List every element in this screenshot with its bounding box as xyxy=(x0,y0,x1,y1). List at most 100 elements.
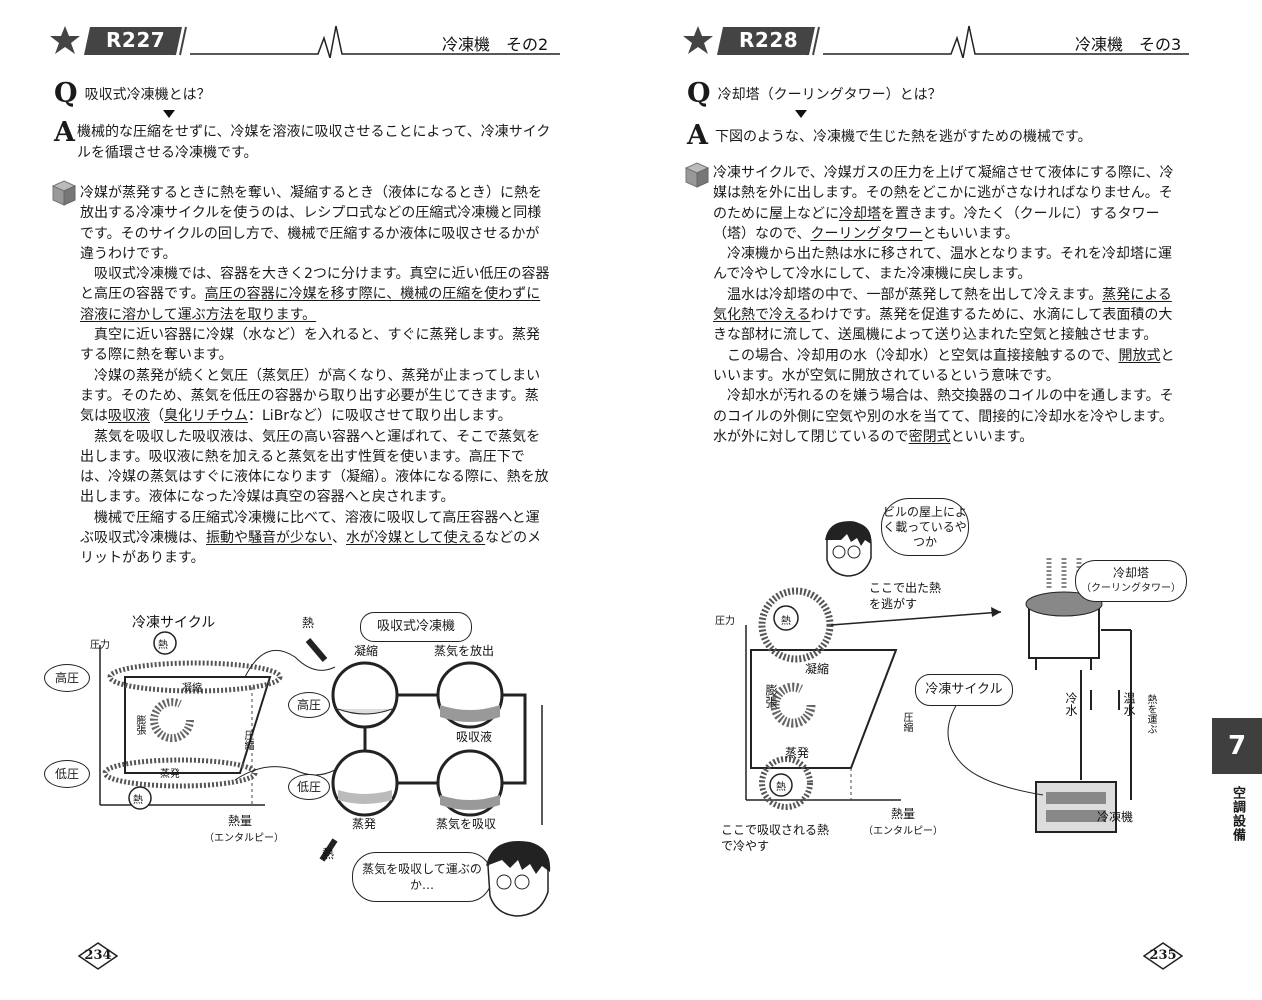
condense-label: 凝縮 xyxy=(182,683,202,694)
heat-label: 熱 xyxy=(133,795,143,806)
low-pressure-bubble: 低圧 xyxy=(44,760,90,788)
enthalpy-sub: （エンタルピー） xyxy=(863,826,943,837)
pressure-label: 圧力 xyxy=(715,616,735,627)
chiller-unit xyxy=(1035,781,1117,833)
paragraph: 冷媒が蒸発するときに熱を奪い、凝縮するとき（液体になるとき）に熱を放出する冷凍サ… xyxy=(80,185,542,262)
cooling-tower-diagram xyxy=(745,558,1132,833)
absorbent-label: 吸収液 xyxy=(456,730,493,744)
pulse-line xyxy=(823,25,1189,58)
evaporate-label: 蒸発 xyxy=(160,769,180,780)
down-arrow-icon xyxy=(163,110,175,118)
cold-water-label: 冷水 xyxy=(1064,692,1078,716)
high-ring xyxy=(107,660,283,694)
character-illustration xyxy=(486,841,551,917)
page-number: 235 xyxy=(1142,942,1184,970)
question-text: 吸収式冷凍機とは？ xyxy=(84,87,211,103)
high-pressure-bubble: 高圧 xyxy=(288,692,330,718)
section-code: R228 xyxy=(739,28,799,52)
header-graphic xyxy=(683,25,1189,58)
heat-absorb-ring xyxy=(759,756,813,810)
header-graphic xyxy=(50,25,560,58)
enthalpy-label: 熱量 xyxy=(891,807,916,821)
absorption-title: 吸収式冷凍機 xyxy=(360,612,472,642)
heat-label: 熱 xyxy=(302,616,315,630)
section-title: 冷凍機 その2 xyxy=(442,35,549,54)
evaporate-label: 蒸発 xyxy=(352,817,377,831)
paragraph: 冷凍サイクルで、冷媒ガスの圧力を上げて凝縮させて液体にする際に、冷媒は熱を外に出… xyxy=(713,165,1174,242)
cube-icon xyxy=(685,162,709,188)
paragraph: 温水は冷却塔の中で、一部が蒸発して熱を出して冷えます。蒸発による気化熱で冷えるわ… xyxy=(713,286,1173,344)
low-pressure-bubble: 低圧 xyxy=(288,774,330,800)
paragraph: 冷媒の蒸発が続くと気圧（蒸気圧）が高くなり、蒸発が止まってしまいます。そのため、… xyxy=(80,367,541,425)
down-arrow-icon xyxy=(795,110,807,118)
paragraph: 蒸気を吸収した吸収液は、気圧の高い容器へと運ばれて、そこで蒸気を出します。吸収液… xyxy=(80,428,549,506)
speech-bubble: 蒸気を吸収して運ぶのか… xyxy=(352,852,492,902)
evaporate-label: 蒸発 xyxy=(785,746,810,760)
heat-label: 熱 xyxy=(781,616,791,627)
paragraph: この場合、冷却用の水（冷却水）と空気は直接接触するので、開放式といいます。水が空… xyxy=(713,347,1175,384)
compress-label: 圧縮 xyxy=(242,730,253,750)
q-letter: Q xyxy=(687,78,711,109)
swirl-arrow xyxy=(150,698,195,743)
chapter-label: 空調設備 xyxy=(1230,786,1245,842)
heat-release-ring xyxy=(758,587,834,663)
q-letter: Q xyxy=(54,78,78,109)
swirl-arrow xyxy=(770,682,816,728)
paragraph: 冷凍機から出た熱は水に移されて、温水となります。それを冷却塔に運んで冷やして冷水… xyxy=(713,246,1173,283)
body-text: 冷媒が蒸発するときに熱を奪い、凝縮するとき（液体になるとき）に熱を放出する冷凍サ… xyxy=(80,183,552,569)
section-title: 冷凍機 その3 xyxy=(1075,35,1182,54)
question-text: 冷却塔（クーリングタワー）とは？ xyxy=(717,87,942,103)
answer: A 機械的な圧縮をせずに、冷媒を溶液に吸収させることによって、冷凍サイクルを循環… xyxy=(54,118,554,164)
a-letter: A xyxy=(54,117,75,148)
heat-label: 熱 xyxy=(322,847,335,861)
pulse-line xyxy=(190,25,560,58)
heat-label: 熱 xyxy=(776,782,786,793)
question: Q 冷却塔（クーリングタワー）とは？ xyxy=(687,78,942,109)
enthalpy-label: 熱量 xyxy=(228,814,253,828)
character-illustration xyxy=(825,521,872,577)
star-icon xyxy=(683,26,713,54)
high-pressure-bubble: 高圧 xyxy=(44,664,90,692)
condense-label: 凝縮 xyxy=(805,662,830,676)
hot-water-label: 温水 xyxy=(1122,692,1136,716)
body-text: 冷凍サイクルで、冷媒ガスの圧力を上げて凝縮させて液体にする際に、冷媒は熱を外に出… xyxy=(713,163,1185,447)
right-page: R228 冷凍機 その3 Q 冷却塔（クーリングタワー）とは？ A 下図のような… xyxy=(631,0,1262,1000)
cycle-title: 冷凍サイクル xyxy=(132,615,216,631)
chiller-label: 冷凍機 xyxy=(1097,810,1134,824)
paragraph: 機械で圧縮する圧縮式冷凍機に比べて、溶液に吸収して高圧容器へと運ぶ吸収式冷凍機は… xyxy=(80,509,542,567)
paragraph: 冷却水が汚れるのを嫌う場合は、熱交換器のコイルの中を通します。そのコイルの外側に… xyxy=(713,388,1174,445)
code-badge xyxy=(84,27,182,55)
paragraph: 吸収式冷凍機では、容器を大きく2つに分けます。真空に近い低圧の容器と高圧の容器で… xyxy=(80,266,550,323)
a-letter: A xyxy=(687,120,708,151)
paragraph: 真空に近い容器に冷媒（水など）を入れると、すぐに蒸発します。蒸発する際に熱を奪い… xyxy=(80,327,541,364)
tower-bubble: 冷却塔（クーリングタワー） xyxy=(1075,560,1187,602)
absorb-steam-label: 蒸気を吸収 xyxy=(436,817,497,831)
code-badge xyxy=(717,27,815,55)
low-ring xyxy=(102,757,258,789)
condense-label: 凝縮 xyxy=(354,644,379,658)
section-header: R228 冷凍機 その3 xyxy=(683,24,1189,58)
cycle-bubble: 冷凍サイクル xyxy=(915,674,1013,706)
answer-text: 下図のような、冷凍機で生じた熱を逃がすための機械です。 xyxy=(715,129,1092,145)
enthalpy-sub: （エンタルピー） xyxy=(204,833,284,844)
chapter-tab: 7 xyxy=(1212,718,1262,774)
pressure-label: 圧力 xyxy=(90,640,110,651)
speech-bubble: ビルの屋上によく載っているやつか xyxy=(881,498,969,556)
section-code: R227 xyxy=(106,28,166,52)
cycle-path xyxy=(124,676,272,774)
section-header: R227 冷凍機 その2 xyxy=(50,24,560,58)
evaporator-tank xyxy=(331,749,399,817)
expand-label: 膨張 xyxy=(764,684,778,708)
expand-label: 膨張 xyxy=(134,715,145,735)
question: Q 吸収式冷凍機とは？ xyxy=(54,78,211,109)
condenser-tank xyxy=(331,661,399,729)
compress-label: 圧縮 xyxy=(901,712,912,732)
absorbed-heat-label: ここで吸収される熱で冷やす xyxy=(721,823,830,853)
cube-icon xyxy=(52,180,76,206)
left-page: R227 冷凍機 その2 Q 吸収式冷凍機とは？ A 機械的な圧縮をせずに、冷媒… xyxy=(44,24,560,970)
heat-escape-label: ここで出た熱を逃がす xyxy=(869,581,942,611)
release-steam-label: 蒸気を放出 xyxy=(434,644,495,658)
answer-text: 機械的な圧縮をせずに、冷媒を溶液に吸収させることによって、冷凍サイクルを循環させ… xyxy=(76,124,551,161)
star-icon xyxy=(50,26,80,54)
absorption-chiller-diagram xyxy=(99,631,543,862)
